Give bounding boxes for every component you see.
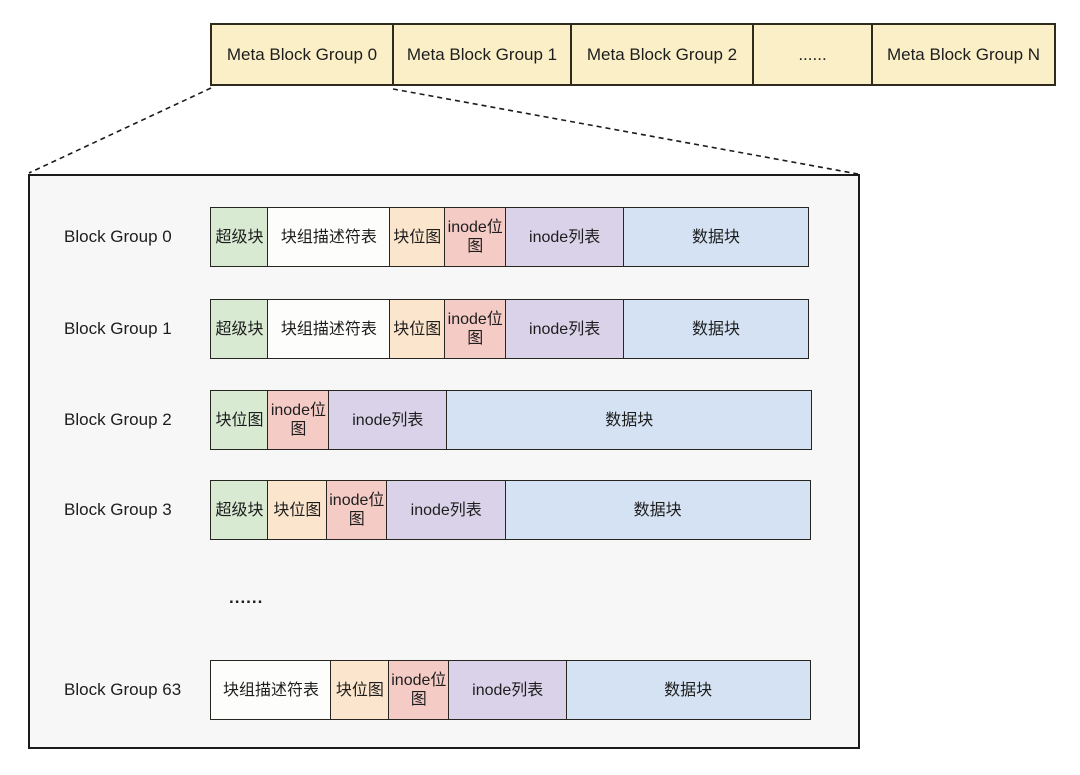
block-group-bar: 块位图 inode位图 inode列表 数据块 <box>210 390 813 450</box>
block-segment: 块组描述符表 <box>210 660 332 720</box>
meta-block-group-cell: ...... <box>752 25 871 84</box>
block-segment-label: 数据块 <box>664 681 713 699</box>
block-segment: 超级块 <box>210 480 269 540</box>
block-segment-label: inode列表 <box>410 501 482 519</box>
block-segment-label: 块位图 <box>393 320 442 338</box>
block-segment-label: inode列表 <box>472 681 544 699</box>
block-segment-label: inode位图 <box>391 672 447 708</box>
block-segment-label: 块组描述符表 <box>222 681 319 699</box>
block-segment: inode位图 <box>387 660 450 720</box>
meta-block-group-cell: Meta Block Group 0 <box>226 44 378 64</box>
block-segment-label: inode列表 <box>529 228 601 246</box>
block-segment: 块位图 <box>388 299 446 359</box>
block-segment: 超级块 <box>210 207 269 267</box>
meta-block-group-cell: Meta Block Group 2 <box>570 25 752 84</box>
block-group-bar: 超级块块组描述符表块位图 inode位图 inode列表 数据块 <box>210 299 810 359</box>
block-group-row: Block Group 3 超级块块位图 inode位图 inode列表 数据块 <box>30 480 858 540</box>
block-group-row: Block Group 1 超级块块组描述符表块位图 inode位图 inode列表 数… <box>30 299 858 359</box>
block-segment-label: inode列表 <box>352 411 424 429</box>
expansion-dashed-line-left <box>28 87 212 174</box>
block-segment: 数据块 <box>623 299 810 359</box>
block-segment-label: inode列表 <box>529 320 601 338</box>
block-group-bar: 超级块块组描述符表块位图 inode位图 inode列表 数据块 <box>210 207 810 267</box>
block-segment-label: 超级块 <box>215 228 264 246</box>
block-group-row: Block Group 0 超级块块组描述符表块位图 inode位图 inode列表 数… <box>30 207 858 267</box>
block-group-bar: 超级块块位图 inode位图 inode列表 数据块 <box>210 480 811 540</box>
block-segment: inode位图 <box>444 207 507 267</box>
block-segment-label: 块位图 <box>215 411 264 429</box>
block-segment-label: inode位图 <box>329 492 385 528</box>
block-segment: 数据块 <box>446 390 813 450</box>
block-group-label: Block Group 0 <box>64 227 172 246</box>
block-segment-label: 块组描述符表 <box>280 320 377 338</box>
block-segment: inode位图 <box>444 299 507 359</box>
block-segment: inode列表 <box>386 480 507 540</box>
block-segment-label: 块位图 <box>393 228 442 246</box>
block-segment-label: 数据块 <box>633 501 682 519</box>
block-segment: 块组描述符表 <box>267 207 391 267</box>
expansion-dashed-line-right <box>392 88 859 175</box>
block-segment: 数据块 <box>623 207 810 267</box>
meta-block-group-cell: Meta Block Group N <box>871 25 1054 84</box>
block-segment-label: 超级块 <box>215 320 264 338</box>
block-segment-label: 数据块 <box>692 320 741 338</box>
block-segment-label: inode位图 <box>447 311 503 347</box>
block-group-row: Block Group 63 块组描述符表块位图 inode位图 inode列表 数据块 <box>30 660 858 720</box>
block-segment: inode列表 <box>448 660 568 720</box>
block-segment: inode列表 <box>504 207 625 267</box>
block-segment: inode位图 <box>267 390 330 450</box>
block-segment-label: 块位图 <box>335 681 384 699</box>
block-segment: 超级块 <box>210 299 269 359</box>
block-segment-label: 块位图 <box>273 501 322 519</box>
block-segment: inode列表 <box>327 390 448 450</box>
block-group-label: Block Group 2 <box>64 410 172 429</box>
block-segment: inode列表 <box>504 299 625 359</box>
block-group-label: Block Group 63 <box>64 680 182 699</box>
block-group-ellipsis: ...... <box>229 588 264 607</box>
block-group-label: Block Group 3 <box>64 500 172 519</box>
block-segment: 块组描述符表 <box>267 299 391 359</box>
block-segment-label: 块组描述符表 <box>280 228 377 246</box>
block-segment: 块位图 <box>388 207 446 267</box>
block-group-label: Block Group 1 <box>64 319 172 338</box>
block-group-bar: 块组描述符表块位图 inode位图 inode列表 数据块 <box>210 660 811 720</box>
block-segment-label: inode位图 <box>270 402 326 438</box>
block-segment: 块位图 <box>267 480 328 540</box>
block-segment: inode位图 <box>325 480 388 540</box>
block-segment-label: inode位图 <box>447 219 503 255</box>
block-segment: 块位图 <box>210 390 269 450</box>
block-segment-label: 数据块 <box>692 228 741 246</box>
block-segment: 数据块 <box>504 480 811 540</box>
meta-block-group-cell: Meta Block Group 1 <box>392 25 570 84</box>
block-segment: 块位图 <box>330 660 390 720</box>
block-segment-label: 数据块 <box>605 411 654 429</box>
block-segment-label: 超级块 <box>215 501 264 519</box>
block-segment: 数据块 <box>565 660 811 720</box>
block-group-row: Block Group 2 块位图 inode位图 inode列表 数据块 <box>30 390 858 450</box>
